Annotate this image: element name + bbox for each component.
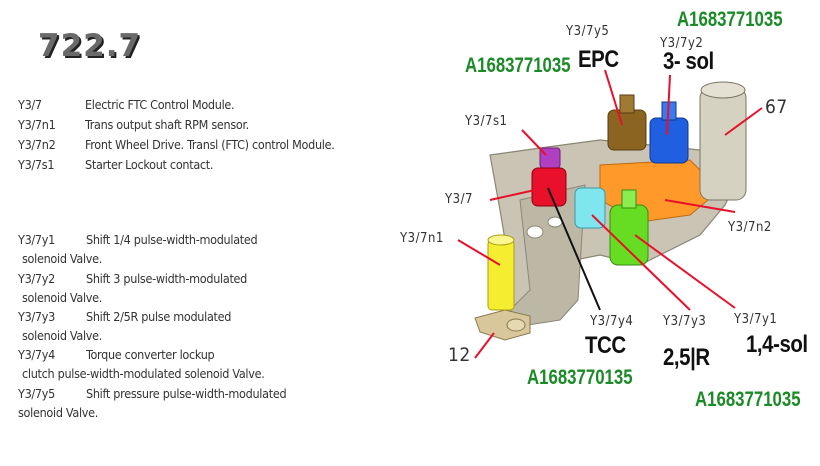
legend-code: Y3/7y4 [18, 347, 55, 362]
y5-solenoid-stem [619, 94, 635, 114]
legend-item: Y3/7n2 Front Wheel Drive. Transl (FTC) co… [18, 137, 335, 152]
legend-desc: Torque converter lockup [86, 347, 215, 362]
legend-code: Y3/7y2 [18, 271, 55, 286]
legend-desc: solenoid Valve. [22, 290, 103, 305]
legend-code: Y3/7y1 [18, 232, 55, 247]
name-2-5-r: 2,5|R [663, 344, 710, 371]
legend-desc: Shift 2/5R pulse modulated [86, 309, 232, 324]
legend-item: Y3/7y5 Shift pressure pulse-width-modulat… [18, 386, 287, 401]
leader-n2 [664, 199, 736, 213]
legend-item: Y3/7n1 Trans output shaft RPM sensor. [18, 117, 249, 132]
legend-desc: solenoid Valve. [18, 405, 99, 420]
legend-item: Y3/7y2 Shift 3 pulse-width-modulated [18, 271, 247, 286]
legend-code: Y3/7n2 [18, 137, 56, 152]
leader-y4 [547, 187, 601, 311]
part-number-1-4-sol: A1683771035 [695, 388, 801, 411]
legend-desc: Electric FTC Control Module. [85, 97, 235, 112]
mount-hole [526, 225, 544, 239]
label-y3-7: Y3/7 [445, 192, 473, 207]
part-number-epc: A1683771035 [465, 54, 571, 77]
y2-solenoid [649, 117, 689, 164]
legend-desc: solenoid Valve. [22, 251, 103, 266]
label-y3-7y2: Y3/7y2 [660, 36, 704, 51]
legend-desc: Shift 1/4 pulse-width-modulated [86, 232, 258, 247]
name-1-4-sol: 1,4-sol [746, 331, 808, 358]
leader-n1 [457, 239, 501, 266]
label-y3-7y5: Y3/7y5 [566, 24, 610, 39]
y3-solenoid [574, 187, 606, 229]
bracket-hole [506, 318, 526, 332]
legend-desc: solenoid Valve. [22, 328, 103, 343]
legend-desc: Trans output shaft RPM sensor. [85, 117, 249, 132]
legend-desc: Starter Lockout contact. [85, 157, 214, 172]
y4-solenoid [531, 167, 567, 207]
legend-desc: clutch pulse-width-modulated solenoid Va… [22, 366, 265, 381]
label-12: 12 [448, 344, 471, 366]
leader-y3 [591, 214, 691, 311]
y1-solenoid [609, 204, 649, 266]
name-tcc: TCC [585, 332, 626, 359]
part-number-tcc: A1683770135 [527, 366, 633, 389]
connector-67 [699, 87, 747, 201]
legend-code: Y3/7y3 [18, 309, 55, 324]
legend-code: Y3/7n1 [18, 117, 56, 132]
leader-y1 [634, 234, 736, 309]
y1-solenoid-cap [621, 189, 637, 209]
legend-desc: Front Wheel Drive. Transl (FTC) control … [85, 137, 335, 152]
leader-y3-7 [489, 189, 536, 201]
legend-code: Y3/7y5 [18, 386, 55, 401]
legend-desc: Shift 3 pulse-width-modulated [86, 271, 248, 286]
label-y3-7n2: Y3/7n2 [728, 220, 772, 235]
leader-12 [474, 332, 495, 359]
leader-s1 [521, 129, 547, 156]
legend-item: Y3/7y4 Torque converter lockup [18, 347, 215, 362]
connector-top [700, 81, 746, 99]
legend-item: Y3/7y3 Shift 2/5R pulse modulated [18, 309, 231, 324]
y5-solenoid [607, 109, 647, 151]
legend-code: Y3/7s1 [18, 157, 55, 172]
legend-code: Y3/7 [18, 97, 42, 112]
leader-67 [724, 107, 763, 136]
label-y3-7s1: Y3/7s1 [465, 114, 508, 129]
n1-sensor [487, 239, 515, 311]
label-67: 67 [765, 96, 788, 118]
legend-item: Y3/7s1 Starter Lockout contact. [18, 157, 213, 172]
label-y3-7y1: Y3/7y1 [734, 312, 778, 327]
label-y3-7n1: Y3/7n1 [400, 231, 444, 246]
transmission-title: 722.7 [38, 28, 142, 64]
leader-3sol [666, 74, 671, 136]
label-y3-7y4: Y3/7y4 [590, 314, 634, 329]
leader-epc [604, 69, 623, 126]
n1-sensor-top [487, 234, 515, 246]
name-3-sol: 3- sol [663, 48, 714, 75]
legend-desc: Shift pressure pulse-width-modulated [86, 386, 287, 401]
leader-lines [457, 69, 763, 359]
legend-item: Y3/7 Electric FTC Control Module. [18, 97, 235, 112]
part-number-3-sol: A1683771035 [677, 8, 783, 31]
mount-hole [547, 216, 563, 228]
label-y3-7y3: Y3/7y3 [663, 314, 707, 329]
name-epc: EPC [578, 46, 619, 73]
legend-item: Y3/7y1 Shift 1/4 pulse-width-modulated [18, 232, 258, 247]
